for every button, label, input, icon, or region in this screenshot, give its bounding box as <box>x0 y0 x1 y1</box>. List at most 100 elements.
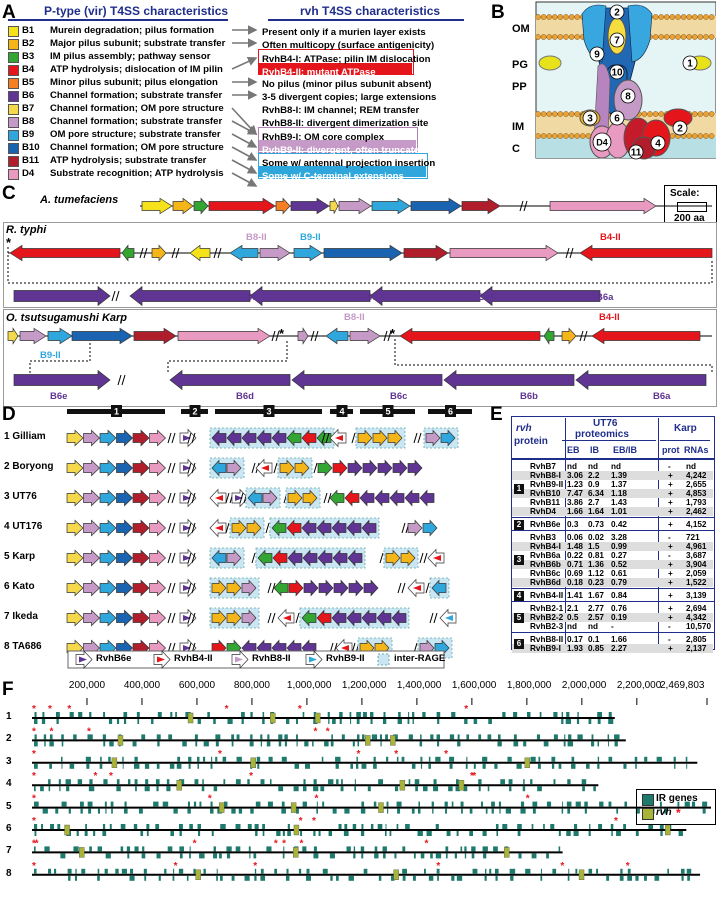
gene-b9 <box>99 579 117 597</box>
component-marker-3: 9 <box>589 46 605 62</box>
marker-fill <box>445 615 453 621</box>
strain-row-2 <box>66 457 423 479</box>
table-cell: + <box>668 578 673 587</box>
ir-gene <box>187 808 191 814</box>
strain-row-1 <box>66 427 459 449</box>
table-ut76-rule <box>562 440 656 441</box>
rvh-desc-b8: RvhB8-II: divergent dimerization site <box>262 118 429 129</box>
ir-gene <box>423 868 426 874</box>
ir-gene <box>537 763 541 769</box>
ir-gene <box>432 808 434 814</box>
component-marker-5: 10 <box>609 64 625 80</box>
panel-label-b: B <box>491 2 505 23</box>
gene-b4 <box>344 489 360 507</box>
ir-gene <box>543 741 549 747</box>
table-cell: 0.61 <box>611 569 627 578</box>
ir-gene <box>124 808 128 814</box>
ir-gene <box>213 853 218 859</box>
contig-break <box>271 330 280 342</box>
ir-gene <box>360 846 365 852</box>
table-cell: - <box>668 533 671 542</box>
gene-karp-b4ii <box>399 327 541 345</box>
ir-gene <box>134 756 138 762</box>
ir-gene <box>199 801 202 807</box>
ir-gene <box>597 756 600 762</box>
ir-gene <box>428 756 431 762</box>
ir-gene <box>284 734 288 740</box>
gene-karp-b9 <box>47 327 73 345</box>
ir-gene <box>551 756 556 762</box>
gene-b10 <box>116 519 134 537</box>
ir-gene <box>332 719 336 724</box>
table-cell: + <box>668 471 673 480</box>
ir-gene <box>249 853 251 859</box>
table-cell: 1.48 <box>567 542 583 551</box>
ir-gene <box>103 741 106 747</box>
rvh-header: rvh T4SS characteristics <box>300 4 441 18</box>
ir-gene <box>285 875 290 881</box>
ir-gene <box>509 786 512 792</box>
strain-label: 3 UT76 <box>4 491 37 502</box>
table-cell-protein: RvhB6c <box>530 569 561 578</box>
gene-b11 <box>132 549 150 567</box>
table-row <box>512 644 713 653</box>
ir-gene <box>305 875 311 881</box>
component-desc-b7: Channel formation; OM pore structure <box>50 103 224 114</box>
ir-gene <box>341 734 345 740</box>
ir-gene <box>627 868 631 874</box>
genome-arrow-maps <box>7 197 713 391</box>
ir-gene <box>591 741 595 747</box>
table-cell: + <box>668 480 673 489</box>
gene-b11 <box>132 459 150 477</box>
ir-gene <box>420 756 423 762</box>
org-atumefaciens-label: A. tumefaciens <box>40 194 119 206</box>
contig-break <box>187 432 196 444</box>
ir-gene <box>78 712 83 717</box>
ir-gene <box>34 831 37 836</box>
ir-gene <box>356 719 360 724</box>
gene-d4 <box>149 579 167 597</box>
gene-b6 <box>256 429 272 447</box>
ir-gene <box>373 801 377 807</box>
ir-gene <box>543 824 545 829</box>
rvh-gene <box>293 824 300 836</box>
table-cell: 2.7 <box>588 498 600 507</box>
rvh-star: * <box>193 838 197 849</box>
ir-gene <box>525 868 531 874</box>
ir-gene <box>571 763 576 769</box>
swatch-b5 <box>8 78 19 89</box>
ir-gene <box>471 853 475 859</box>
ir-gene <box>173 868 175 874</box>
table-col-header: IB <box>590 445 599 455</box>
ir-gene <box>178 824 183 829</box>
karp-frame <box>3 309 717 407</box>
contig-break <box>429 612 438 624</box>
ir-gene <box>316 808 318 814</box>
ir-gene <box>300 831 303 836</box>
ir-gene <box>235 779 241 785</box>
ir-gene <box>674 763 676 769</box>
ir-gene <box>195 741 198 747</box>
ir-gene <box>530 779 533 785</box>
table-cell: 1.23 <box>567 480 583 489</box>
ir-gene <box>302 846 307 852</box>
ir-gene <box>132 741 137 747</box>
rvh-legend-star: * <box>676 806 681 820</box>
marker-fill <box>283 615 291 621</box>
ir-gene <box>349 712 352 717</box>
ir-gene <box>473 719 478 724</box>
rvh-gene <box>250 757 257 769</box>
table-cell: 1.18 <box>611 489 627 498</box>
ir-gene <box>143 868 147 874</box>
ir-gene <box>194 734 198 740</box>
ir-gene <box>408 734 413 740</box>
ir-gene <box>635 831 639 836</box>
contig-break <box>187 582 196 594</box>
ir-gene <box>336 875 339 881</box>
swatch-b4 <box>8 65 19 76</box>
ir-gene <box>267 801 273 807</box>
ir-gene <box>608 741 609 747</box>
table-group-number: 1 <box>514 484 524 494</box>
contig-break <box>565 247 574 259</box>
